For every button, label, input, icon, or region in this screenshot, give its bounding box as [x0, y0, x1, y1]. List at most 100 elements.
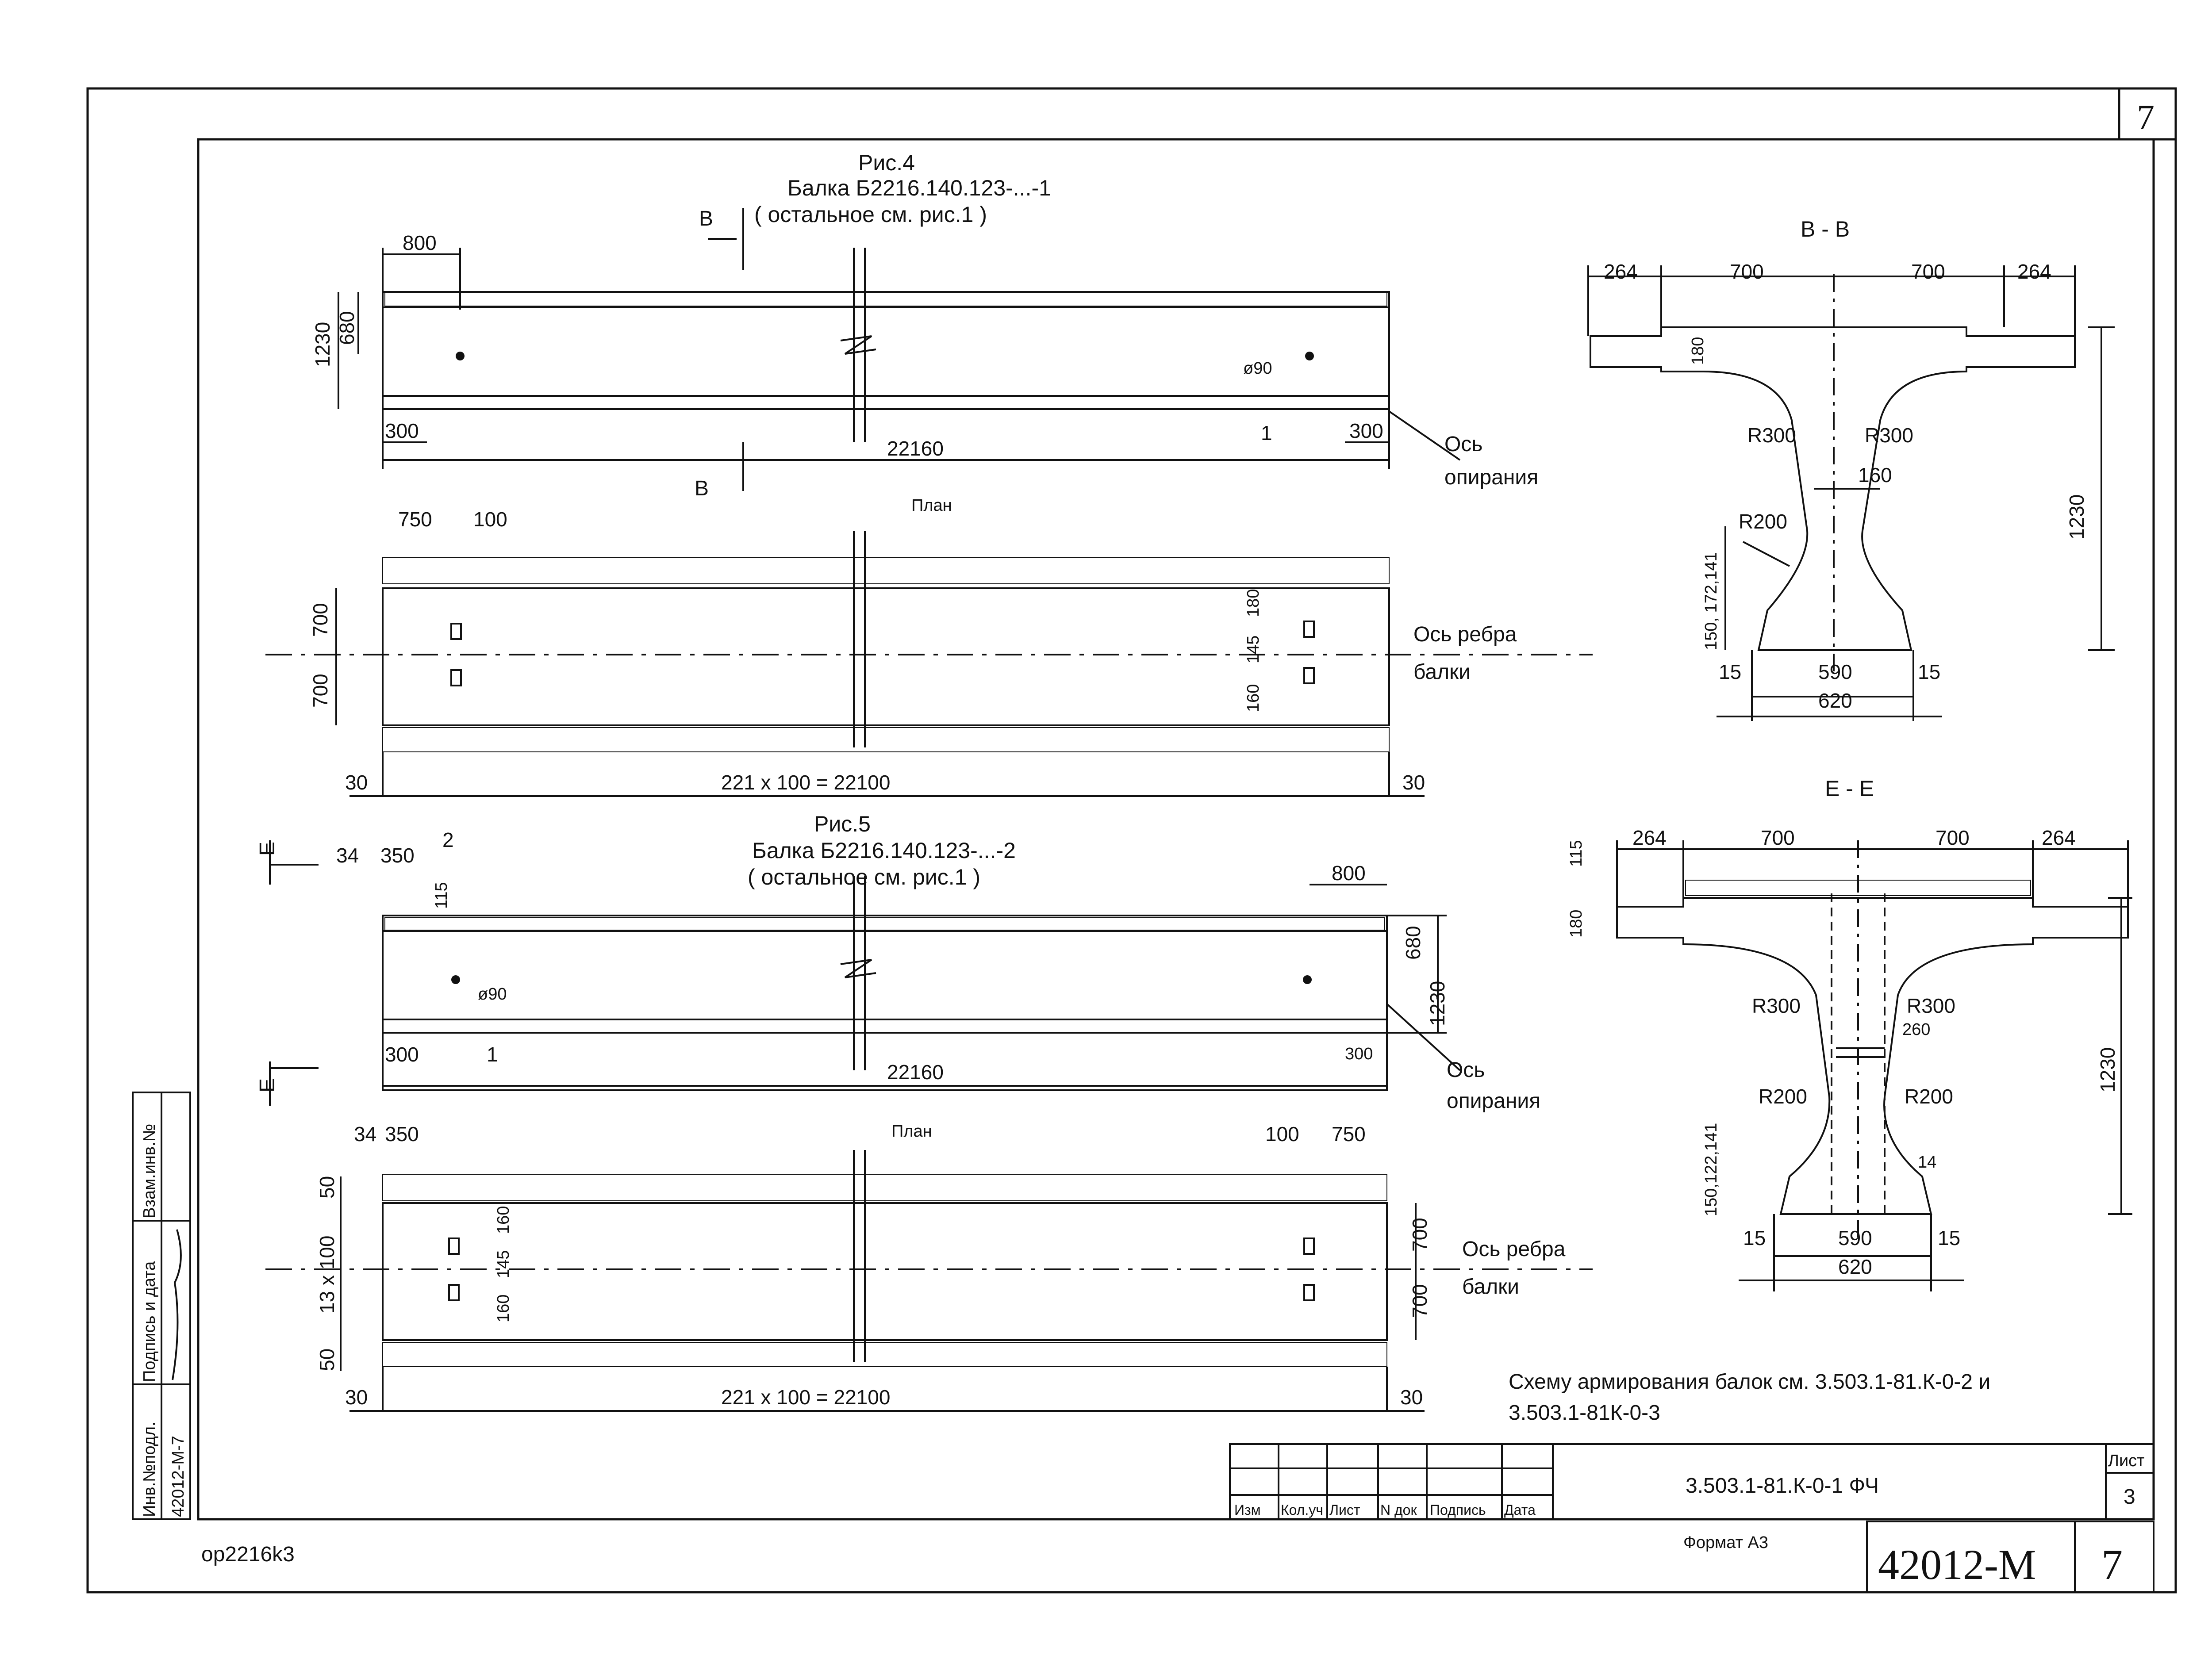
- sheet-value: 3: [2124, 1485, 2135, 1509]
- title-header-list: Лист: [1329, 1502, 1360, 1518]
- plan1-dim-100: 100: [473, 508, 507, 531]
- fig4-section-mark-bottom: В: [695, 477, 709, 500]
- fig4-dim-300b: 300: [1349, 419, 1383, 442]
- stamp-col1-header: Инв.№подл.: [140, 1421, 159, 1517]
- fig5-subtitle: Балка Б2216.140.123-...-2: [752, 838, 1016, 863]
- stamp-col3-header: Взам.инв.№: [140, 1124, 159, 1218]
- plan1-dim-160: 160: [1244, 684, 1263, 712]
- section-e-dim-150: 150,122,141: [1702, 1123, 1720, 1216]
- plan2-dim-30b: 30: [1400, 1386, 1423, 1409]
- stamp-col1-value: 42012-М-7: [169, 1436, 188, 1517]
- section-b-dim-160: 160: [1858, 464, 1892, 487]
- fig4-dim-22160: 22160: [887, 437, 944, 460]
- section-e-dim-115: 115: [1567, 840, 1586, 867]
- section-b-dim-1230: 1230: [2065, 494, 2088, 540]
- plan1-title: План: [911, 496, 952, 515]
- fig5-section-mark-top: Е: [256, 842, 279, 856]
- archive-sheet: 7: [2101, 1541, 2123, 1588]
- reinforcement-note-line2: 3.503.1-81К-0-3: [1509, 1401, 1660, 1425]
- section-e-dim-260: 260: [1902, 1020, 1930, 1039]
- fig4-dim-680: 680: [335, 311, 358, 345]
- fig5-dim-90: ø90: [478, 985, 507, 1004]
- plan1-dim-700b: 700: [309, 674, 332, 708]
- section-b-dim-264b: 264: [2017, 260, 2051, 283]
- fig5-dim-22160: 22160: [887, 1061, 944, 1084]
- plan1-axis-label-2: балки: [1413, 660, 1471, 684]
- plan1-dim-700a: 700: [309, 603, 332, 637]
- section-b-dim-15a: 15: [1719, 660, 1741, 683]
- section-b-dim-620: 620: [1818, 689, 1852, 712]
- fig5-dim-300a: 300: [385, 1043, 419, 1066]
- side-stamp: Инв.№подл. 42012-М-7 Подпись и дата Взам…: [132, 1092, 191, 1520]
- fig4-dim-1230: 1230: [311, 322, 334, 367]
- drawing-code: 3.503.1-81.К-0-1 ФЧ: [1686, 1474, 1879, 1498]
- footer-file-code: op2216k3: [201, 1543, 295, 1566]
- fig5-hole-left: [451, 975, 460, 984]
- section-e-e: Е - Е 115 264 700 700 264: [1567, 776, 2132, 1291]
- plan1: План 750 100 700 700 180 145 160 30 30 2…: [265, 496, 1593, 797]
- title-header-data: Дата: [1504, 1502, 1536, 1518]
- section-e-dim-180: 180: [1567, 910, 1586, 938]
- fig5-dim-300b: 300: [1345, 1045, 1373, 1063]
- plan2-dim-350: 350: [385, 1123, 419, 1146]
- section-e-dim-700a: 700: [1761, 826, 1795, 849]
- section-e-dim-15a: 15: [1743, 1226, 1766, 1249]
- section-b-title: В - В: [1801, 217, 1850, 241]
- plan2-dim-750: 750: [1332, 1123, 1366, 1146]
- plan1-dim-30b: 30: [1402, 771, 1425, 794]
- fig5-stirrups: [384, 917, 1385, 931]
- plan2-axis-label-1: Ось ребра: [1462, 1238, 1566, 1261]
- section-e-dim-15b: 15: [1938, 1226, 1960, 1249]
- plan1-dim-180: 180: [1244, 589, 1263, 617]
- section-b-r300a: R300: [1747, 424, 1796, 447]
- fig5-dim-115: 115: [432, 882, 451, 909]
- section-e-title: Е - Е: [1825, 776, 1874, 801]
- fig4-axis-label-1: Ось: [1444, 433, 1482, 456]
- section-b-dim-264a: 264: [1604, 260, 1638, 283]
- plan2-stirrups: [382, 1174, 1387, 1367]
- section-e-r200b: R200: [1905, 1085, 1953, 1108]
- section-e-r300b: R300: [1907, 994, 1955, 1017]
- stamp-col2-header: Подпись и дата: [140, 1261, 159, 1382]
- format-label: Формат А3: [1683, 1533, 1768, 1552]
- section-b-dim-590: 590: [1818, 660, 1852, 683]
- plan2-dim-160a: 160: [494, 1206, 513, 1234]
- plan1-dim-30a: 30: [345, 771, 368, 794]
- plan2-dim-700a: 700: [1408, 1218, 1431, 1252]
- fig4-hole-right: [1305, 352, 1314, 360]
- section-e-dim-700b: 700: [1936, 826, 1970, 849]
- section-e-dim-14: 14: [1918, 1153, 1936, 1172]
- fig5-callout-1: 1: [487, 1043, 498, 1066]
- section-b-r300b: R300: [1865, 424, 1913, 447]
- plan2-dim-total: 221 x 100 = 22100: [721, 1386, 890, 1409]
- fig4-note: ( остальное см. рис.1 ): [754, 202, 987, 227]
- section-b-dim-700a: 700: [1730, 260, 1764, 283]
- section-e-dim-620: 620: [1838, 1255, 1872, 1278]
- archive-number: 42012-М: [1878, 1541, 2036, 1588]
- fig5-hole-right: [1303, 975, 1312, 984]
- plan2-title: План: [891, 1122, 932, 1141]
- fig5-dim-350: 350: [380, 844, 415, 867]
- fig5-dim-680: 680: [1402, 926, 1425, 960]
- title-header-izm: Изм: [1234, 1502, 1261, 1518]
- plan1-dim-750: 750: [398, 508, 432, 531]
- section-e-dim-264a: 264: [1632, 826, 1667, 849]
- fig5-note: ( остальное см. рис.1 ): [748, 865, 980, 889]
- plan2-dim-34: 34: [354, 1123, 376, 1146]
- fig5-title: Рис.5: [814, 812, 871, 836]
- section-b-dim-15b: 15: [1918, 660, 1940, 683]
- section-e-dim-264b: 264: [2042, 826, 2076, 849]
- outer-border: [86, 87, 2177, 1594]
- section-e-dim-590: 590: [1838, 1226, 1872, 1249]
- plan2-dim-50b: 50: [315, 1349, 338, 1371]
- corner-sheet-number: 7: [2137, 98, 2154, 137]
- fig5-axis-label-2: опирания: [1447, 1089, 1540, 1113]
- title-header-ndok: N док: [1380, 1502, 1417, 1518]
- fig4-axis-label-2: опирания: [1444, 466, 1538, 489]
- plan2-dim-700b: 700: [1408, 1284, 1431, 1318]
- section-e-r200a: R200: [1759, 1085, 1807, 1108]
- fig5-elevation: Рис.5 Балка Б2216.140.123-...-2 ( осталь…: [256, 812, 1540, 1113]
- title-header-koluch: Кол.уч: [1281, 1502, 1323, 1518]
- section-e-r300a: R300: [1752, 994, 1801, 1017]
